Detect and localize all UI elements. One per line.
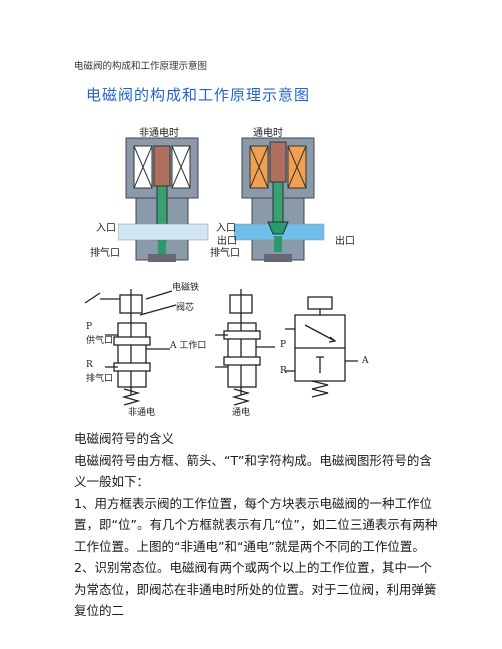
port-exhaust-right: 排气口	[210, 248, 240, 259]
label-deenergized: 非通电	[128, 408, 156, 418]
label-sym-a: A	[362, 356, 369, 366]
state-label-energized: 通电时	[253, 128, 283, 139]
port-outlet-right: 出口	[335, 236, 355, 247]
body-text: 电磁阀符号的含义 电磁阀符号由方框、箭头、“T”和字符构成。电磁阀图形符号的含义…	[74, 428, 440, 622]
label-sym-r: R	[280, 366, 287, 376]
label-spool: 阀芯	[176, 303, 195, 313]
valve-diagram-deenergized	[118, 137, 209, 262]
label-sym-p: P	[280, 340, 287, 350]
label-supply-port: 供气口	[86, 336, 114, 346]
paragraph-3: 2、识别常态位。电磁阀有两个或两个以上的工作位置，其中一个为常态位，即阀芯在非通…	[74, 560, 437, 618]
figure-title: 电磁阀的构成和工作原理示意图	[86, 86, 311, 104]
label-exhaust-port: 排气口	[86, 374, 114, 384]
paragraph-2: 1、用方框表示阀的工作位置，每个方块表示电磁阀的一种工作位置，即“位”。有几个方…	[74, 495, 438, 554]
port-exhaust-left: 排气口	[90, 248, 120, 259]
paragraph-1: 电磁阀符号由方框、箭头、“T”和字符构成。电磁阀图形符号的含义一般如下：	[74, 452, 432, 490]
state-label-deenergized: 非通电时	[139, 128, 179, 139]
label-energized: 通电	[232, 408, 251, 418]
port-inlet-left: 入口	[96, 223, 116, 234]
schematic-drawings	[84, 289, 358, 406]
document-header: 电磁阀的构成和工作原理示意图	[74, 61, 208, 72]
label-r: R	[86, 360, 93, 370]
section-heading: 电磁阀符号的含义	[74, 431, 175, 446]
port-outlet-left: 出口	[217, 236, 237, 247]
port-inlet-right: 入口	[216, 223, 236, 234]
label-p: P	[86, 322, 93, 332]
label-solenoid: 电磁铁	[172, 283, 200, 293]
label-work-port: A 工作口	[170, 341, 207, 351]
valve-diagram-energized	[234, 137, 325, 262]
